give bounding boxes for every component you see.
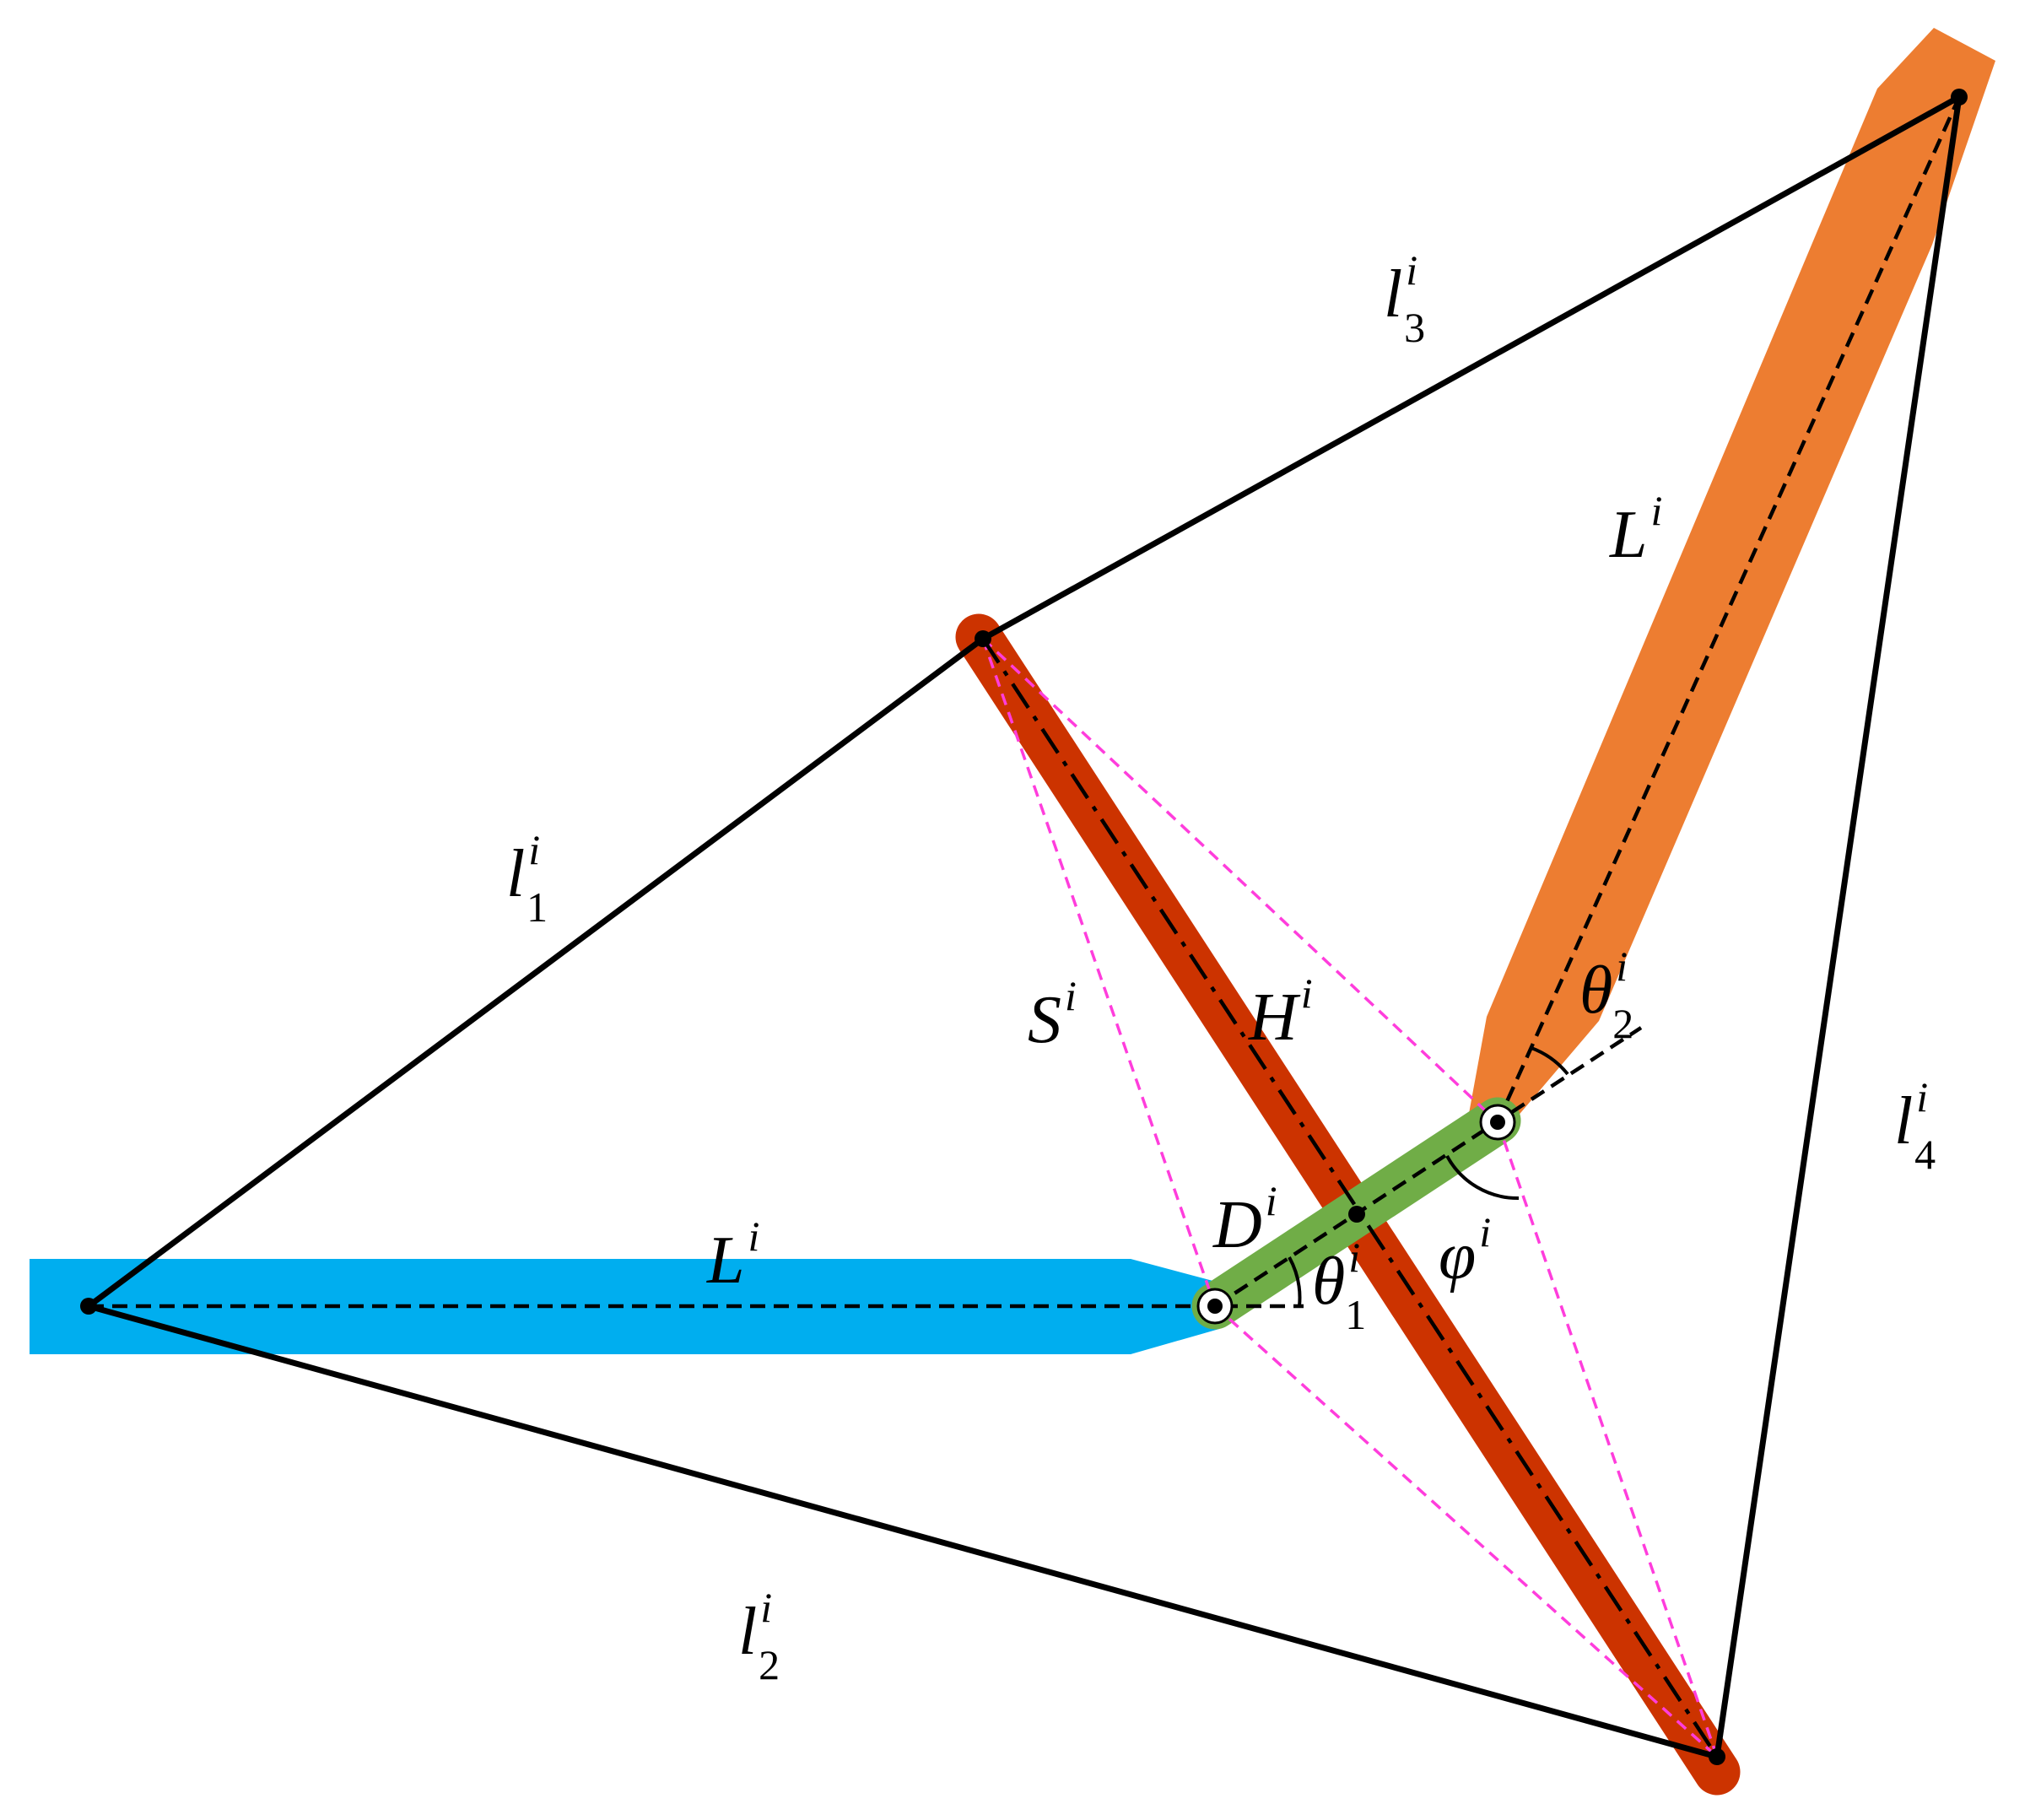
label-D: Di [1212, 1177, 1277, 1262]
joint-left [80, 1298, 97, 1315]
edge-l3 [981, 94, 1961, 642]
diag-top-to-left-joint [981, 638, 1217, 1307]
joint-top-right [1951, 89, 1968, 105]
outer-frame [86, 94, 1963, 1760]
diag-left-joint-to-bottom [1213, 1304, 1719, 1758]
magenta-diagonals [981, 637, 1719, 1758]
theta2-arc [1531, 1046, 1569, 1076]
center-lines [89, 96, 1962, 1758]
red-center-line [981, 637, 1719, 1758]
diag-right-joint-to-bottom [1496, 1121, 1719, 1758]
edge-l1 [86, 636, 985, 1309]
edge-l4 [1714, 96, 1963, 1758]
joint-green-right [1490, 1115, 1505, 1130]
theta1-arc [1288, 1256, 1302, 1307]
joint-green-left [1207, 1299, 1223, 1314]
label-L-blue: Li [706, 1212, 759, 1298]
label-S: Si [1028, 972, 1077, 1057]
label-phi: φi [1439, 1208, 1491, 1293]
angle-arcs [1288, 1046, 1569, 1307]
orange-link-bar [1468, 28, 1995, 1135]
joint-green-middle [1348, 1206, 1365, 1223]
blue-link-bar [30, 1259, 1219, 1354]
joint-top [975, 630, 991, 647]
label-H: Hi [1248, 969, 1313, 1055]
joint-bottom [1709, 1748, 1725, 1765]
joints [80, 89, 1968, 1765]
edge-l2 [88, 1303, 1718, 1760]
phi-arc [1445, 1155, 1520, 1201]
label-L-orange: Li [1609, 487, 1662, 572]
green-center-line [1213, 1026, 1643, 1308]
diag-top-to-right-joint [981, 637, 1499, 1124]
